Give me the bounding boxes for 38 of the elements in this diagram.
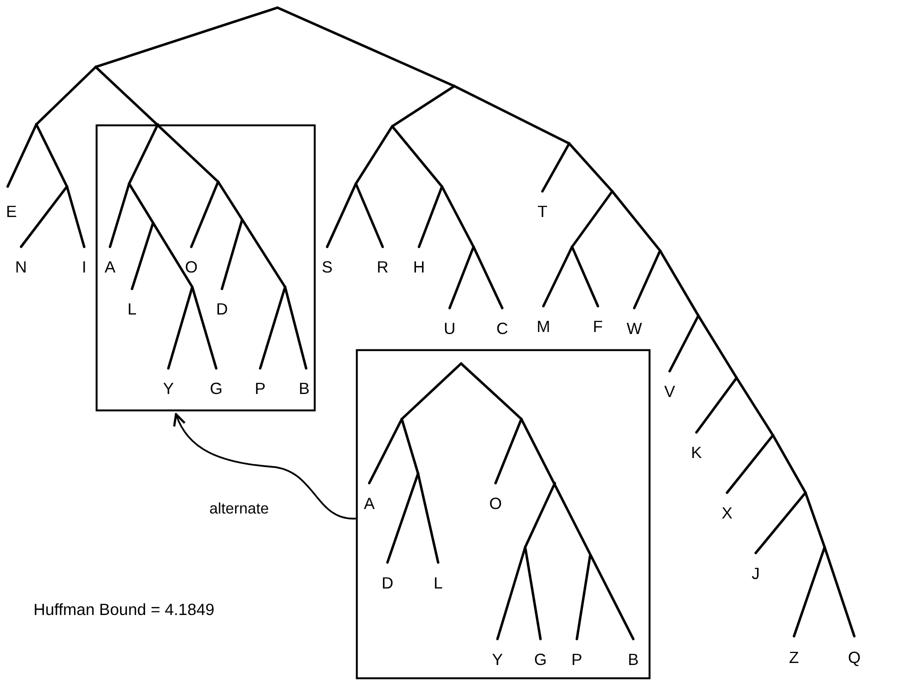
leaf-label: R bbox=[376, 258, 389, 278]
leaf-label: I bbox=[82, 258, 86, 278]
leaf-label: A bbox=[364, 494, 375, 514]
leaf-label: B bbox=[298, 380, 310, 399]
leaf-label: J bbox=[752, 564, 760, 584]
leaf-label: G bbox=[210, 380, 223, 399]
curved-arrow bbox=[174, 413, 356, 520]
leaf-label: F bbox=[592, 318, 603, 337]
leaf-label: U bbox=[444, 320, 456, 339]
leaf-label: V bbox=[664, 382, 676, 402]
leaf-label: S bbox=[322, 258, 333, 278]
leaf-label: P bbox=[254, 380, 266, 399]
leaf-label: T bbox=[537, 202, 548, 222]
leaf-label: M bbox=[536, 318, 550, 337]
leaf-label: G bbox=[534, 650, 547, 670]
leaf-label: D bbox=[382, 574, 394, 594]
leaf-label: L bbox=[128, 300, 137, 320]
leaf-label: N bbox=[15, 258, 27, 278]
frame-box bbox=[96, 124, 316, 412]
leaf-label: Y bbox=[162, 380, 174, 399]
leaf-label: O bbox=[185, 258, 198, 278]
leaf-label: L bbox=[434, 574, 443, 594]
leaf-label: Y bbox=[492, 650, 503, 670]
leaf-label: X bbox=[722, 504, 732, 524]
leaf-label: B bbox=[628, 650, 639, 670]
leaf-label: P bbox=[571, 650, 582, 670]
frame-box bbox=[356, 349, 651, 680]
leaf-label: H bbox=[413, 258, 425, 278]
leaf-label: K bbox=[691, 444, 702, 464]
leaf-label: E bbox=[6, 202, 17, 222]
leaf-label: D bbox=[216, 300, 228, 320]
leaf-label: W bbox=[626, 320, 642, 339]
note-text: Huffman Bound = 4.1849 bbox=[33, 600, 214, 620]
leaf-label: O bbox=[489, 494, 502, 514]
leaf-label: Z bbox=[789, 648, 799, 668]
leaf-label: Q bbox=[848, 648, 861, 668]
leaf-label: C bbox=[496, 320, 508, 339]
leaf-label: A bbox=[104, 258, 116, 278]
